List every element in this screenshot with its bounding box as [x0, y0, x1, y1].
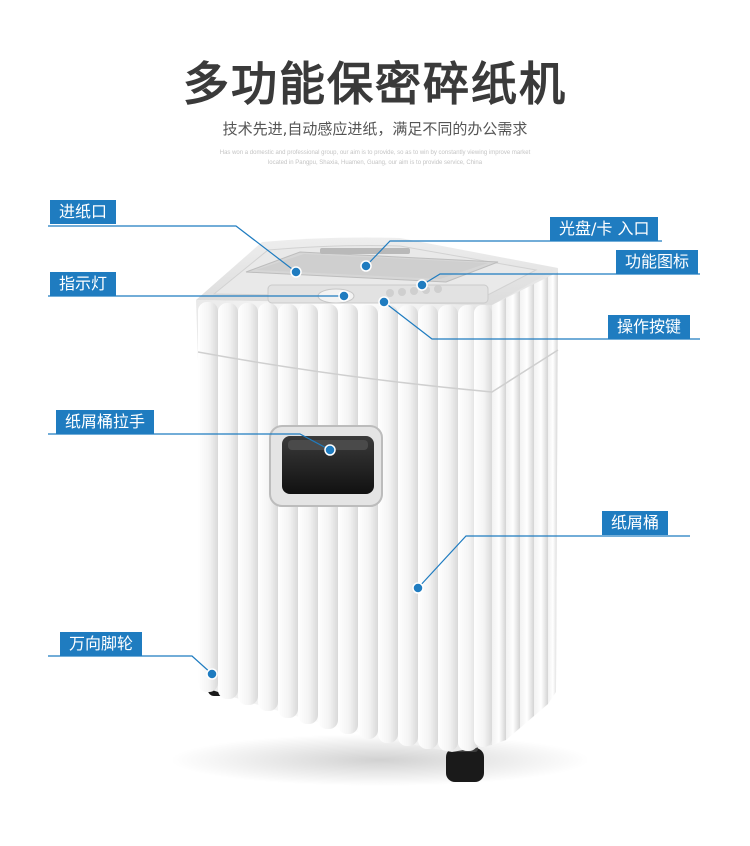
front-ribs: [198, 302, 492, 751]
fine-print-line-2: located in Pangpu, Shaxia, Huamen, Guang…: [267, 160, 483, 166]
side-ribs: [492, 272, 558, 745]
callout-function-icons: 功能图标: [616, 250, 699, 274]
leader-lines: [48, 225, 700, 675]
callout-casters: 万向脚轮: [60, 632, 143, 656]
floor-shadow: [170, 734, 590, 786]
control-panel: [267, 284, 489, 304]
cd-card-slot: [320, 248, 410, 254]
fine-print-line-1: Has won a domestic and professional grou…: [219, 150, 531, 156]
callout-operation-buttons: 操作按键: [608, 315, 691, 339]
callout-bin-handle: 纸屑桶拉手: [56, 410, 155, 434]
page-subtitle: 技术先进,自动感应进纸，满足不同的办公需求: [222, 120, 528, 138]
leader-dots: [206, 260, 428, 680]
callout-indicator-light: 指示灯: [50, 272, 117, 296]
callout-waste-bin: 纸屑桶: [602, 511, 669, 535]
callout-cd-card-slot: 光盘/卡 入口: [550, 217, 659, 241]
page-title: 多功能保密碎纸机: [183, 57, 567, 111]
head-bin-seam: [197, 349, 559, 393]
callout-paper-inlet: 进纸口: [50, 200, 117, 224]
bin-handle: [269, 425, 383, 507]
